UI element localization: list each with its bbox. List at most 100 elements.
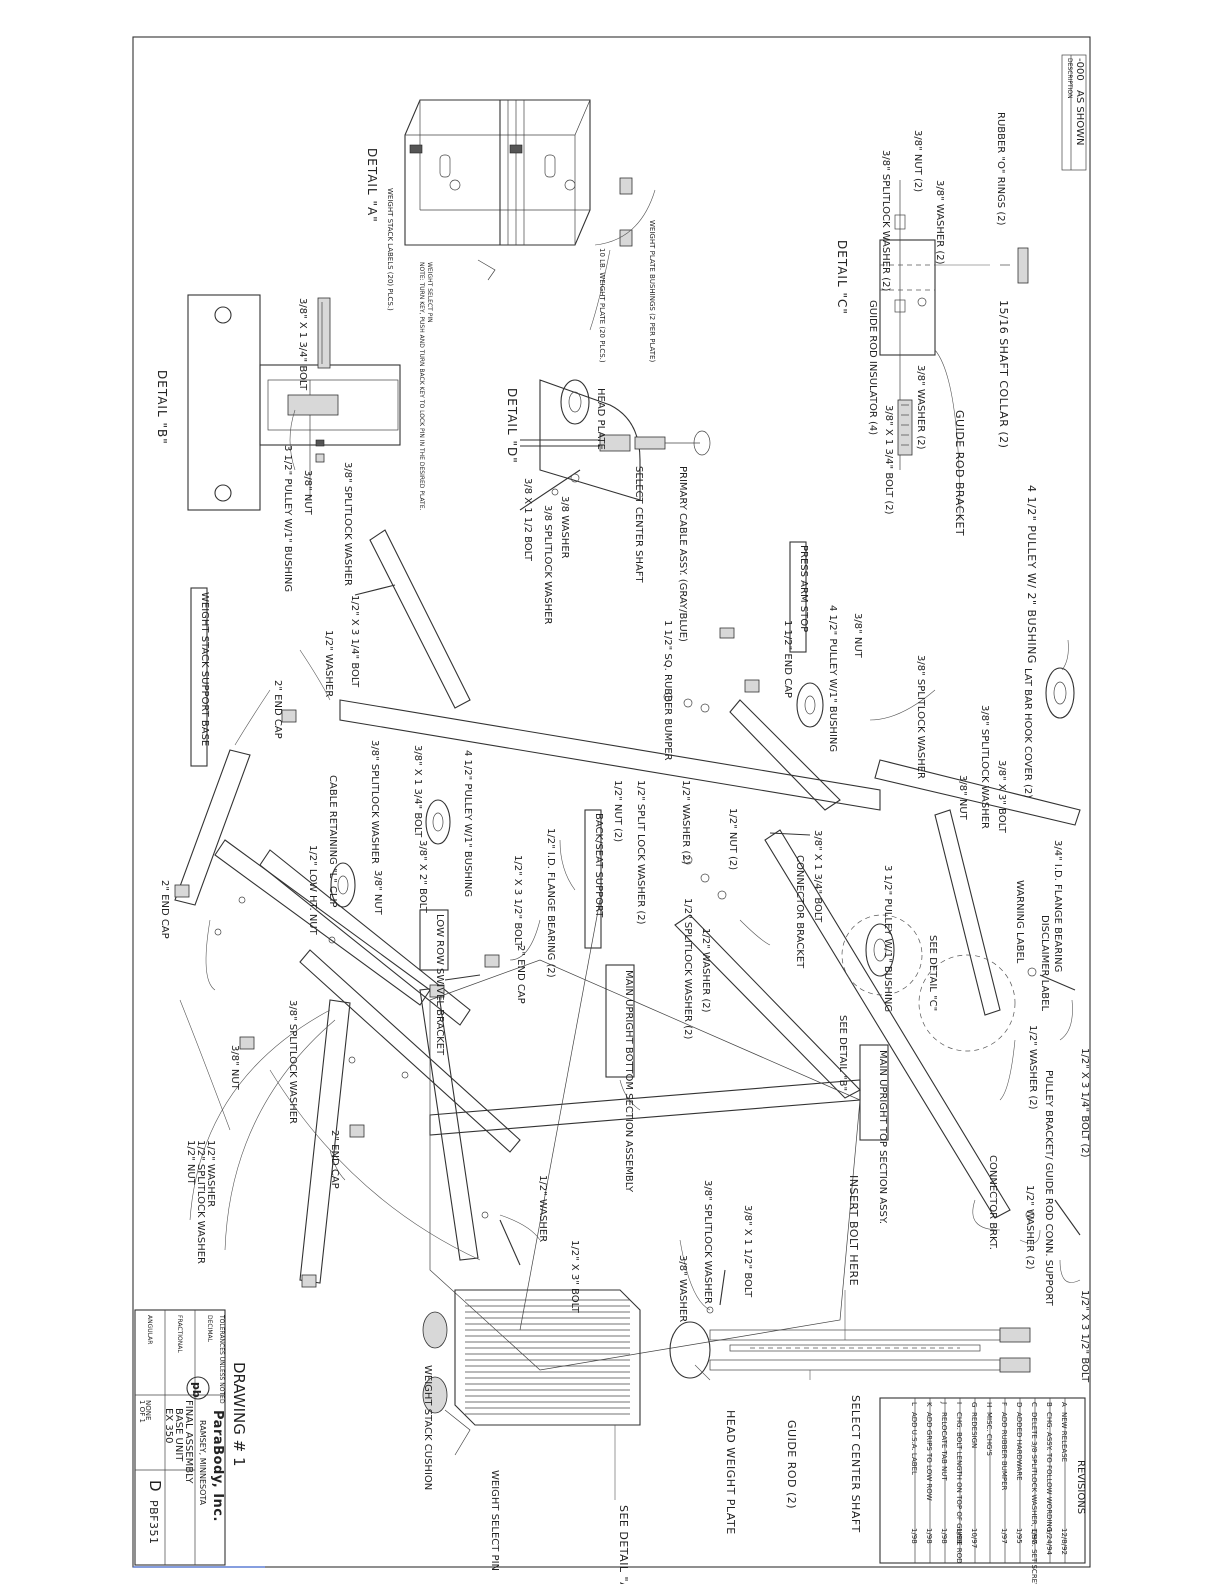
revision-desc: CHG. ASSY. TO FOLLOW WORDING (1045, 1412, 1053, 1532)
callout-press-arm-stop: PRESS ARM STOP (798, 545, 809, 632)
callout-splitlock-half-a: 1/2" SPLIT LOCK WASHER (2) (635, 780, 646, 925)
revision-rev: J (940, 1401, 948, 1404)
revision-ecn: 1/98 (940, 1528, 948, 1544)
tb-decimal: DECIMAL (206, 1315, 213, 1343)
callout-flange-34: 3/4" I.D. FLANGE BEARING (1052, 840, 1063, 972)
detail-b: DETAIL "B" 3/8" X 1 3/4" BOLT 3/8" SPLIT… (155, 294, 401, 592)
callout-pulley-35: 3 1/2" PULLEY W/1" BUSHING (882, 865, 893, 1012)
detail-c-title: DETAIL "C" (835, 240, 849, 315)
callout-washer-half: 1/2" WASHER (2) (1027, 1025, 1038, 1110)
tb-city: RAMSEY, MINNESOTA (198, 1420, 207, 1506)
callout-bolt-half-314: 1/2" X 3 1/4" BOLT (349, 595, 360, 688)
callout-head-weight-plate: HEAD WEIGHT PLATE (724, 1410, 737, 1535)
callout-cable-clip: CABLE RETAINING "L" CLIP (327, 775, 338, 907)
detail-c-insulator: GUIDE ROD INSULATOR (4) (867, 300, 878, 435)
revision-desc: DELETE 3/8 SPLITLOCK WASHER, CHG. SET SC… (1030, 1412, 1038, 1584)
callout-disclaimer: DISCLAIMER LABEL (1039, 915, 1050, 1011)
callout-nut-38b: 3/8" NUT (372, 870, 383, 916)
detail-c-washer2: 3/8" WASHER (2) (915, 365, 926, 450)
callouts: 4 1/2" PULLEY W/ 2" BUSHING LAT BAR HOOK… (159, 485, 1090, 1584)
revision-desc: NEW RELEASE (1060, 1412, 1068, 1462)
tb-title: FINAL ASSEMBLY (183, 1400, 194, 1484)
pulleys (330, 667, 1075, 977)
revision-desc: CHG. BOLT LENGTH ON TOP OF GUIDE ROD (955, 1412, 963, 1564)
callout-end-cap-2a: 2" END CAP (515, 945, 526, 1004)
tb-model: EX 350 (163, 1408, 174, 1443)
revision-rev: D (1015, 1402, 1023, 1407)
callout-pulley-top: 4 1/2" PULLEY W/ 2" BUSHING (1025, 485, 1038, 664)
revision-rev: I (955, 1402, 963, 1404)
callout-bolt-38-134: 3/8" X 1 3/4" BOLT (812, 830, 823, 923)
callout-bolt-half-3-25: 1/2" X 3 1/4" BOLT (2) (1079, 1048, 1090, 1158)
callout-low-row: LOW ROW SWIVEL BRACKET (434, 914, 445, 1056)
callout-bolt-half-3: 1/2" X 3" BOLT (569, 1240, 580, 1314)
callout-splitlock-top2: 3/8" SPLITLOCK WASHER (979, 705, 990, 829)
detail-c-splitlock: 3/8" SPLITLOCK WASHER (2) (880, 150, 891, 291)
detail-c-rubber-rings: RUBBER "O" RINGS (2) (995, 112, 1006, 226)
callout-end-cap-2c: 2" END CAP (159, 880, 170, 939)
revision-rev: F (1000, 1402, 1008, 1406)
callout-flange-half: 1/2" I.D. FLANGE BEARING (2) (545, 828, 556, 978)
pulley-upright (865, 923, 895, 977)
detail-d-bolt: 3/8 X 1 1/2 BOLT (522, 478, 533, 562)
callout-washer-half-b: 1/2" WASHER (323, 630, 334, 697)
detail-c-nut: 3/8" NUT (2) (912, 130, 923, 192)
detail-d-washer: 3/8 WASHER (559, 496, 570, 559)
corner-box-label: DESCRIPTION (1066, 58, 1073, 99)
callout-bolt-half-312: 1/2" X 3 1/2" BOLT (512, 855, 523, 948)
revision-rev: L (910, 1402, 918, 1406)
callout-splitlock-38c: 3/8" SPLITLOCK WASHER (287, 1000, 298, 1124)
detail-d-select-center: SELECT CENTER SHAFT (633, 466, 644, 583)
callout-washer-half-a: 1/2" WASHER (2) (680, 780, 691, 865)
revision-rev: H (985, 1402, 993, 1407)
callout-sq-bumper: 1 1/2" SQ. RUBBER BUMPER (662, 620, 673, 761)
callout-splitlock-38b: 3/8" SPLITLOCK WASHER (369, 740, 380, 864)
detail-c-shaft-collar: 15/16 SHAFT COLLAR (2) (997, 300, 1010, 448)
revision-ecn: 1/95 (1015, 1528, 1023, 1544)
revision-rev: B (1045, 1402, 1053, 1407)
callout-main-upright-bottom: MAIN UPRIGHT BOTTOM SECTION ASSEMBLY (623, 970, 634, 1193)
revision-ecn: 1/98 (925, 1528, 933, 1544)
callout-pulley-4: 4 1/2" PULLEY W/1" BUSHING (827, 605, 838, 752)
callout-washer-half3: 1/2" WASHER (2) (700, 928, 711, 1013)
detail-b-circle (918, 954, 1016, 1052)
detail-a-weight-plate: 10 LB. WEIGHT PLATE (20 PLCS.) (598, 248, 606, 363)
revision-ecn: 1/98 (910, 1528, 918, 1544)
detail-a-stack-labels: WEIGHT STACK LABELS (20) PLCS.) (386, 188, 394, 311)
detail-c-washer: 3/8" WASHER (2) (934, 180, 945, 265)
callout-nut-38c: 3/8" NUT (229, 1045, 240, 1091)
hardware (174, 584, 1081, 1314)
tb-scale: NONE (144, 1400, 152, 1420)
detail-c: RUBBER "O" RINGS (2) 3/8" NUT (2) 3/8" W… (835, 112, 1029, 536)
detail-a-title: DETAIL "A" (365, 148, 379, 223)
drawing-number: DRAWING # 1 (230, 1362, 248, 1467)
revision-rev: K (925, 1402, 933, 1407)
callout-main-upright-top: MAIN UPRIGHT TOP SECTION ASSY. (877, 1050, 888, 1224)
revision-rev: C (1030, 1402, 1038, 1407)
revision-ecn: 1/97 (1030, 1528, 1038, 1544)
detail-b-nut: 3/8" NUT (302, 470, 313, 516)
leader-lines (205, 639, 1081, 1500)
detail-d-title: DETAIL "D" (505, 388, 519, 464)
corner-box: DESCRIPTION -000 AS SHOWN (1061, 54, 1087, 171)
callout-back-seat: BACK/SEAT SUPPORT (593, 813, 604, 918)
detail-b-splitlock: 3/8" SPLITLOCK WASHER (342, 462, 353, 586)
pulley-low (425, 799, 451, 845)
callout-splitlock-top: 3/8" SPLITLOCK WASHER (915, 655, 926, 779)
tb-sheet: 1 OF 1 (138, 1400, 146, 1423)
head-weight-plate (669, 1321, 711, 1379)
detail-a: DETAIL "A" WEIGHT STACK LABELS (20) PLCS… (365, 99, 656, 511)
revision-ecn: 10/97 (970, 1528, 978, 1548)
callout-support-base: WEIGHT STACK SUPPORT BASE (199, 592, 210, 746)
callout-pulley-412: 4 1/2" PULLEY W/1" BUSHING (462, 750, 473, 897)
tb-company: ParaBody, Inc. (210, 1410, 225, 1522)
pulley-top (1045, 667, 1075, 719)
callout-washer-half-2: 1/2" WASHER (2) (1024, 1185, 1035, 1270)
revision-rev: G (970, 1402, 978, 1407)
revision-desc: ADD RUBBER BUMPER (1000, 1412, 1008, 1491)
callout-connector-bracket: CONNECTOR BRACKET (794, 855, 805, 969)
revision-desc: ADD U.S.A. LABEL (910, 1412, 918, 1475)
callout-end-cap-112: 1 1/2" END CAP (782, 620, 793, 698)
callout-splitlock-38d: 3/8" SPLITLOCK WASHER (702, 1180, 713, 1304)
